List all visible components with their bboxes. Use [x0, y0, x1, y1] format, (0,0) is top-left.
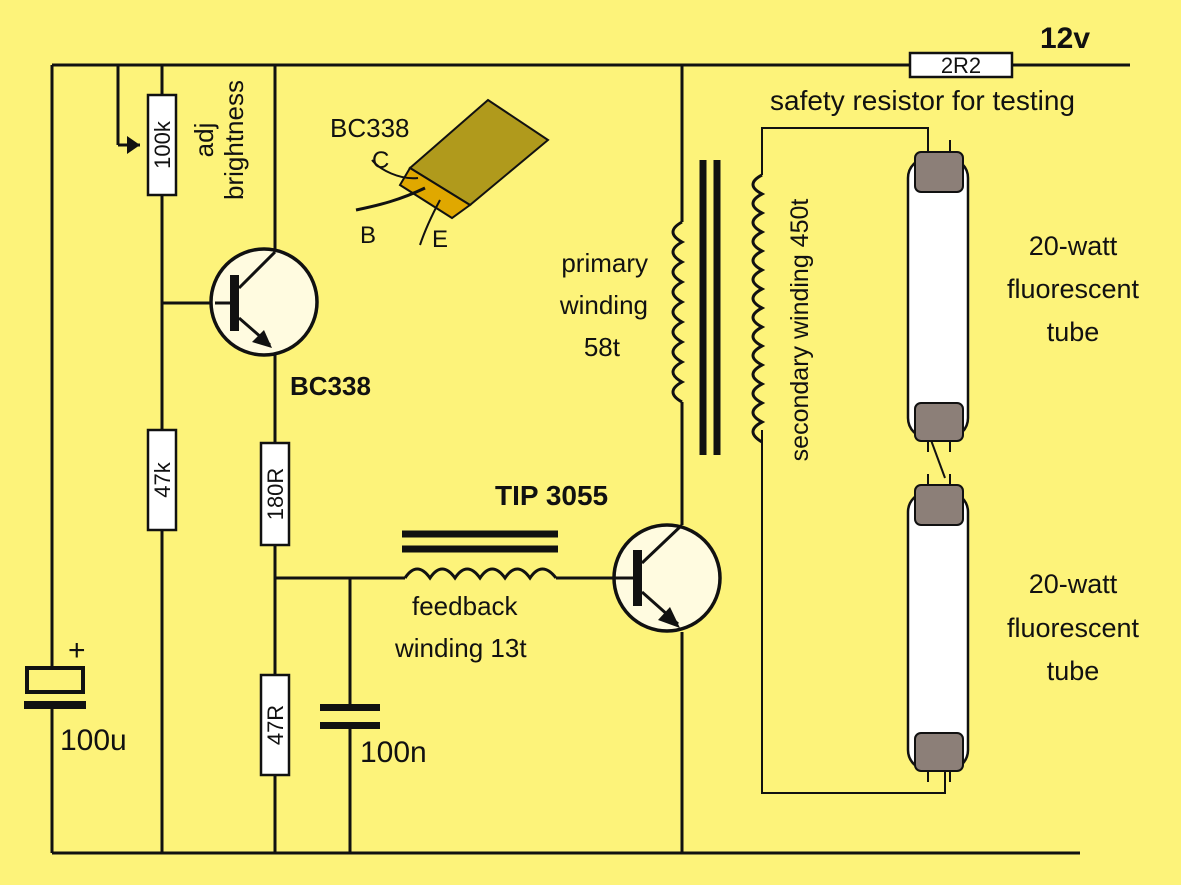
primary-line3-label: 58t	[584, 332, 621, 362]
primary-line2-label: winding	[559, 290, 648, 320]
resistor-180r: 180R	[259, 441, 291, 547]
tube1-line3-label: tube	[1047, 317, 1100, 347]
pinout-title-label: BC338	[330, 113, 410, 143]
tube2-line3-label: tube	[1047, 656, 1100, 686]
cap-plus-label: +	[68, 634, 86, 667]
r47-value-label: 47R	[263, 705, 288, 745]
q2-emitter-arrow-icon	[658, 607, 680, 628]
pot-value-label: 100k	[150, 120, 175, 169]
feedback-line2-label: winding 13t	[394, 633, 527, 663]
feedback-winding	[402, 530, 558, 581]
feedback-line1-label: feedback	[412, 591, 519, 621]
primary-line1-label: primary	[561, 248, 648, 278]
secondary-bottom-wire	[761, 430, 946, 794]
r47k-value-label: 47k	[150, 461, 175, 497]
fluorescent-tube-1	[906, 140, 970, 452]
capacitor-100u	[24, 666, 86, 709]
capacitor-100n	[320, 704, 380, 729]
resistor-47r: 47R	[259, 673, 291, 777]
q1-type-label: BC338	[290, 371, 371, 401]
transistor-tip3055	[612, 523, 722, 633]
r180-value-label: 180R	[263, 468, 288, 521]
transistor-bc338	[209, 247, 319, 357]
pin-b-label: B	[360, 222, 376, 249]
resistor-47k: 47k	[146, 428, 178, 532]
tube1-line1-label: 20-watt	[1029, 231, 1118, 261]
primary-coil	[671, 220, 686, 404]
secondary-label: secondary winding 450t	[786, 199, 814, 462]
pin-c-label: C	[372, 147, 389, 174]
brightness-label: brightness	[219, 80, 249, 200]
transformer	[671, 160, 766, 455]
supply-voltage-label: 12v	[1040, 22, 1090, 55]
secondary-coil	[751, 173, 766, 444]
cap-100u-label: 100u	[60, 724, 127, 757]
secondary-top-wire	[761, 127, 929, 175]
q2-type-label: TIP 3055	[495, 480, 608, 511]
pin-e-label: E	[432, 226, 448, 253]
cap-100n-label: 100n	[360, 736, 427, 769]
wiper-arrow-icon	[127, 136, 140, 154]
potentiometer-100k: 100k	[127, 93, 178, 197]
safety-resistor-value: 2R2	[941, 53, 981, 78]
q1-emitter-arrow-icon	[252, 330, 272, 348]
tube2-line2-label: fluorescent	[1007, 613, 1140, 643]
safety-note-label: safety resistor for testing	[770, 85, 1075, 116]
tube2-line1-label: 20-watt	[1029, 569, 1118, 599]
safety-resistor: 2R2	[908, 51, 1014, 79]
bc338-pinout	[355, 98, 550, 246]
adj-label: adj	[189, 123, 219, 158]
tube1-line2-label: fluorescent	[1007, 274, 1140, 304]
fluorescent-tube-2	[906, 474, 970, 782]
